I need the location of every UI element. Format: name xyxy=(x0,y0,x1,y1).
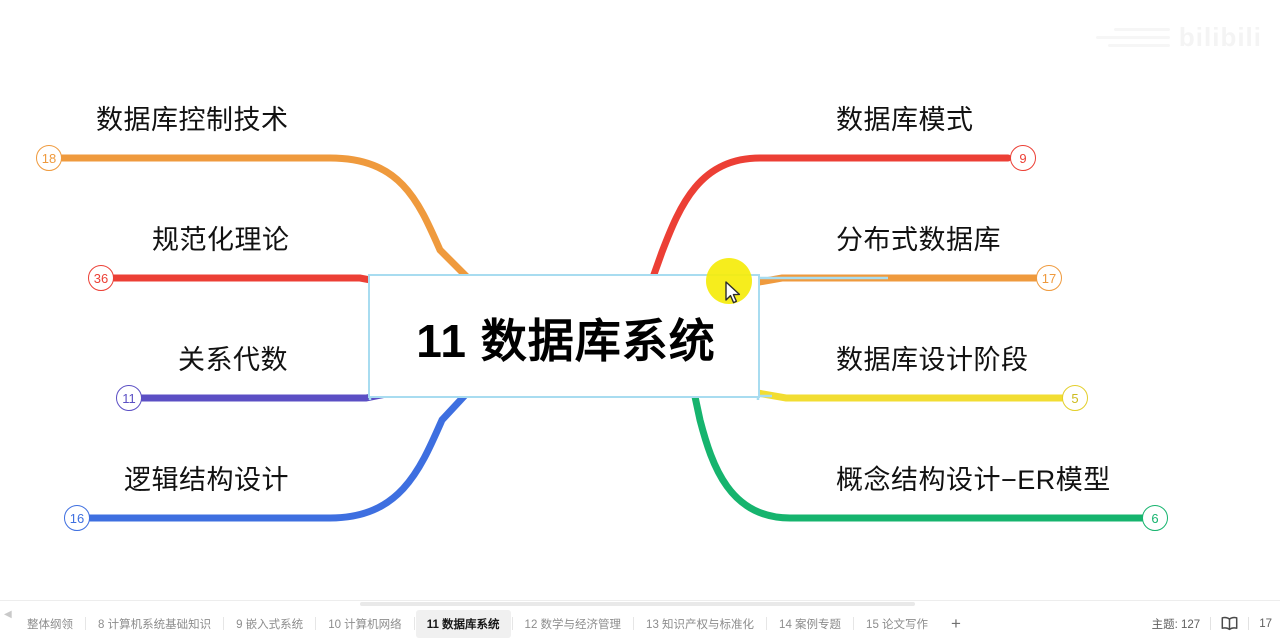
mouse-cursor xyxy=(725,281,741,304)
center-node-title: 11 数据库系统 xyxy=(416,315,716,367)
book-icon[interactable] xyxy=(1221,616,1238,631)
badge-left-2[interactable]: 11 xyxy=(116,385,142,411)
mindmap-canvas[interactable]: 11 数据库系统 数据库控制技术 规范化理论 关系代数 逻辑结构设计 数据库模式… xyxy=(0,0,1280,600)
sheet-tab[interactable]: 15 论文写作 xyxy=(866,618,929,631)
badge-right-1[interactable]: 17 xyxy=(1036,265,1062,291)
bottom-bar: ◀ 整体纲领 8 计算机系统基础知识 9 嵌入式系统 10 计算机网络 11 数据库系统… xyxy=(0,600,1280,641)
badge-left-0[interactable]: 18 xyxy=(36,145,62,171)
badge-right-0[interactable]: 9 xyxy=(1010,145,1036,171)
tab-separator xyxy=(766,617,768,630)
node-label-right-3[interactable]: 概念结构设计−ER模型 xyxy=(836,465,1111,495)
sheet-tab[interactable]: 8 计算机系统基础知识 xyxy=(98,618,212,631)
horizontal-scrollbar[interactable] xyxy=(0,601,1280,607)
status-divider xyxy=(1210,617,1212,630)
badge-right-3[interactable]: 6 xyxy=(1142,505,1168,531)
branch-line-left-1 xyxy=(108,274,396,288)
node-label-left-1[interactable]: 规范化理论 xyxy=(152,225,290,255)
topic-count: 主题: 127 xyxy=(1151,618,1201,631)
tab-separator xyxy=(223,617,225,630)
collapse-chevron-icon[interactable]: ◀ xyxy=(4,609,12,620)
status-divider-2 xyxy=(1248,617,1250,630)
branch-line-left-0 xyxy=(58,154,474,284)
node-label-left-0[interactable]: 数据库控制技术 xyxy=(96,105,289,135)
branch-line-right-2 xyxy=(748,388,1066,402)
tab-separator xyxy=(315,617,317,630)
center-node[interactable]: 11 数据库系统 xyxy=(368,274,760,398)
sheet-tab[interactable]: 12 数学与经济管理 xyxy=(524,618,622,631)
add-sheet-button[interactable]: + xyxy=(951,614,961,633)
tab-separator xyxy=(633,617,635,630)
sheet-tab[interactable]: 14 案例专题 xyxy=(779,618,842,631)
sheet-tab[interactable]: 13 知识产权与标准化 xyxy=(646,618,755,631)
horizontal-scrollbar-thumb[interactable] xyxy=(360,602,915,606)
node-label-right-1[interactable]: 分布式数据库 xyxy=(836,225,1001,255)
sheet-tab-active[interactable]: 11 数据库系统 xyxy=(415,609,511,638)
sheet-tab[interactable]: 9 嵌入式系统 xyxy=(236,618,304,631)
sheet-tab[interactable]: 整体纲领 xyxy=(27,618,73,631)
node-label-right-0[interactable]: 数据库模式 xyxy=(836,105,974,135)
branch-line-left-3 xyxy=(84,388,472,522)
status-bar: 主题: 127 17 xyxy=(1152,616,1280,632)
sheet-tabs: 整体纲领 8 计算机系统基础知识 9 嵌入式系统 10 计算机网络 11 数据库系统 12… xyxy=(0,607,1152,641)
branch-line-right-0 xyxy=(648,154,1012,284)
badge-left-1[interactable]: 36 xyxy=(88,265,114,291)
badge-right-2[interactable]: 5 xyxy=(1062,385,1088,411)
tab-separator xyxy=(413,617,415,630)
node-label-left-3[interactable]: 逻辑结构设计 xyxy=(124,465,289,495)
badge-left-3[interactable]: 16 xyxy=(64,505,90,531)
branch-line-left-2 xyxy=(136,388,400,402)
tab-separator xyxy=(85,617,86,630)
tab-separator xyxy=(853,617,855,630)
node-label-left-2[interactable]: 关系代数 xyxy=(178,345,288,375)
page-number: 17 xyxy=(1259,617,1272,630)
node-label-right-2[interactable]: 数据库设计阶段 xyxy=(836,345,1029,375)
branch-line-right-3 xyxy=(690,388,1146,522)
tab-separator xyxy=(511,617,513,630)
sheet-tab[interactable]: 10 计算机网络 xyxy=(328,618,402,631)
